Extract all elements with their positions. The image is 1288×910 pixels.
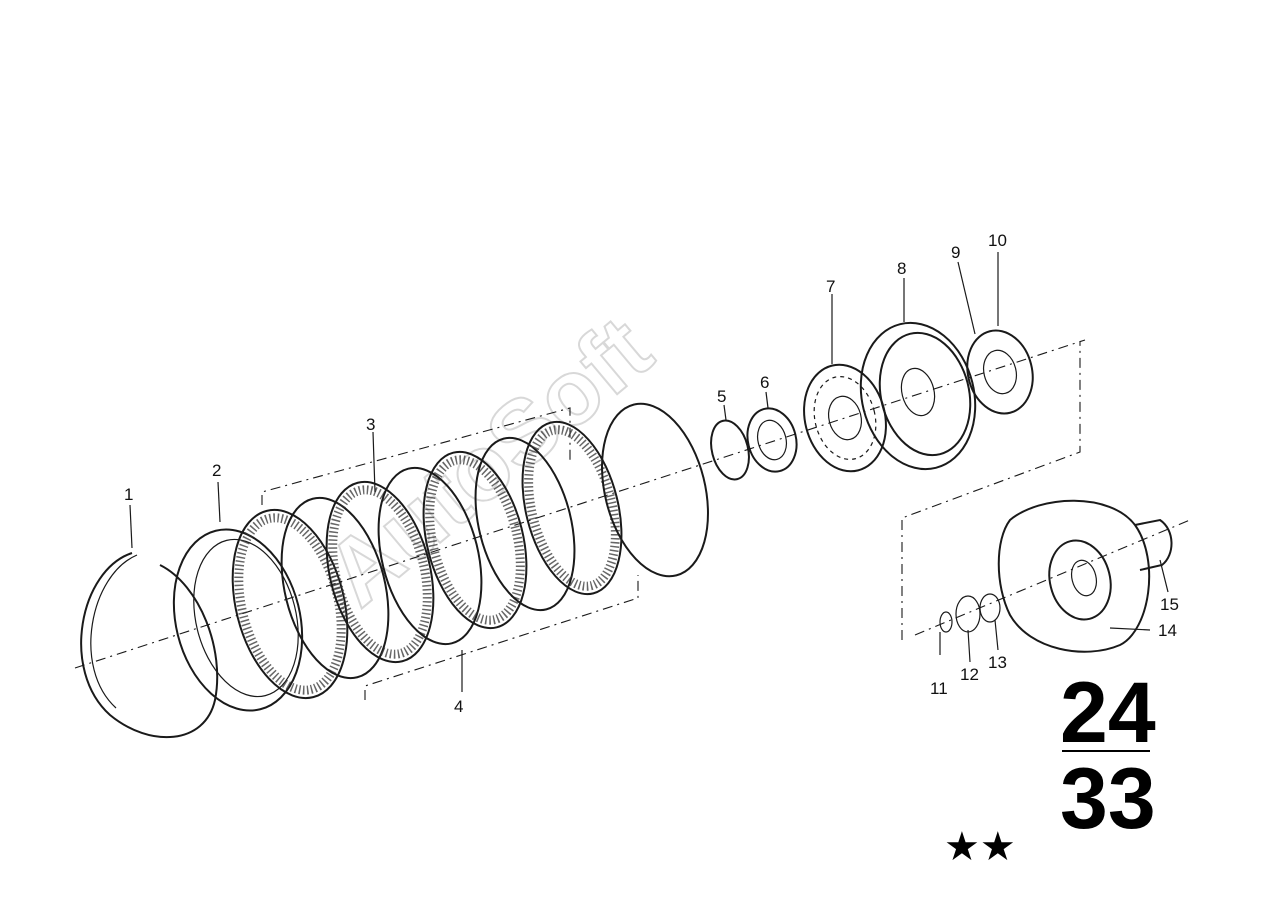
- part-7-spring-plate: [803, 363, 887, 473]
- label-part-13: 13: [988, 653, 1007, 672]
- label-part-1: 1: [124, 485, 133, 504]
- label-part-2: 2: [212, 461, 221, 480]
- label-part-5: 5: [717, 387, 726, 406]
- watermark: AutoSoft: [307, 298, 670, 626]
- stars-marker: ★★: [944, 824, 1016, 870]
- part-2-plate: [172, 528, 304, 712]
- label-part-11: 11: [930, 679, 948, 698]
- leader-lines: [129, 252, 1169, 692]
- label-part-4: 4: [454, 697, 463, 716]
- part-6-washer: [746, 407, 798, 473]
- part-1-snap-ring: [80, 552, 219, 739]
- part-5-circlip: [710, 419, 750, 481]
- drum-axis: [914, 519, 1191, 636]
- label-part-14: 14: [1158, 621, 1177, 640]
- label-part-10: 10: [988, 231, 1007, 250]
- label-part-6: 6: [760, 373, 769, 392]
- group-number-bottom: 33: [1060, 751, 1156, 847]
- label-part-8: 8: [897, 259, 906, 278]
- part-8-piston: [859, 321, 977, 471]
- clutch-plate-stack: [231, 402, 709, 700]
- label-part-15: 15: [1160, 595, 1179, 614]
- part-10-seal: [966, 329, 1034, 415]
- label-part-7: 7: [826, 277, 835, 296]
- group-number-top: 24: [1060, 665, 1156, 761]
- label-part-3: 3: [366, 415, 375, 434]
- label-part-12: 12: [960, 665, 979, 684]
- label-part-9: 9: [951, 243, 960, 262]
